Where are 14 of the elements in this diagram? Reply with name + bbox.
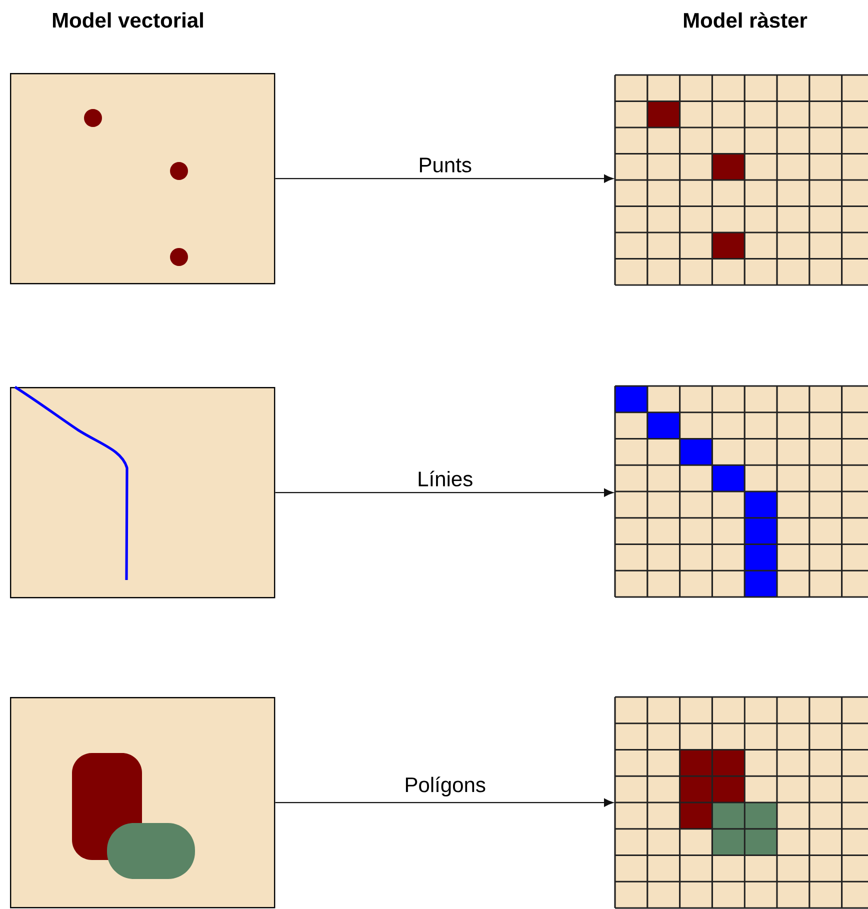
edge-label: Polígons (402, 774, 488, 798)
arrow (275, 488, 614, 497)
raster-grid (614, 696, 868, 909)
points-map-drawing (10, 73, 276, 284)
column-heading: Model ràster (684, 12, 808, 28)
column-heading: Model vectorial (52, 12, 203, 28)
edge-label: Línies (415, 468, 476, 488)
arrow (275, 174, 614, 183)
edge-label: Punts (416, 156, 474, 174)
raster-grid (614, 385, 868, 598)
polygons-map-drawing (10, 697, 276, 908)
line-map-drawing (10, 386, 276, 598)
raster-grid (614, 74, 868, 286)
arrow (275, 798, 614, 807)
